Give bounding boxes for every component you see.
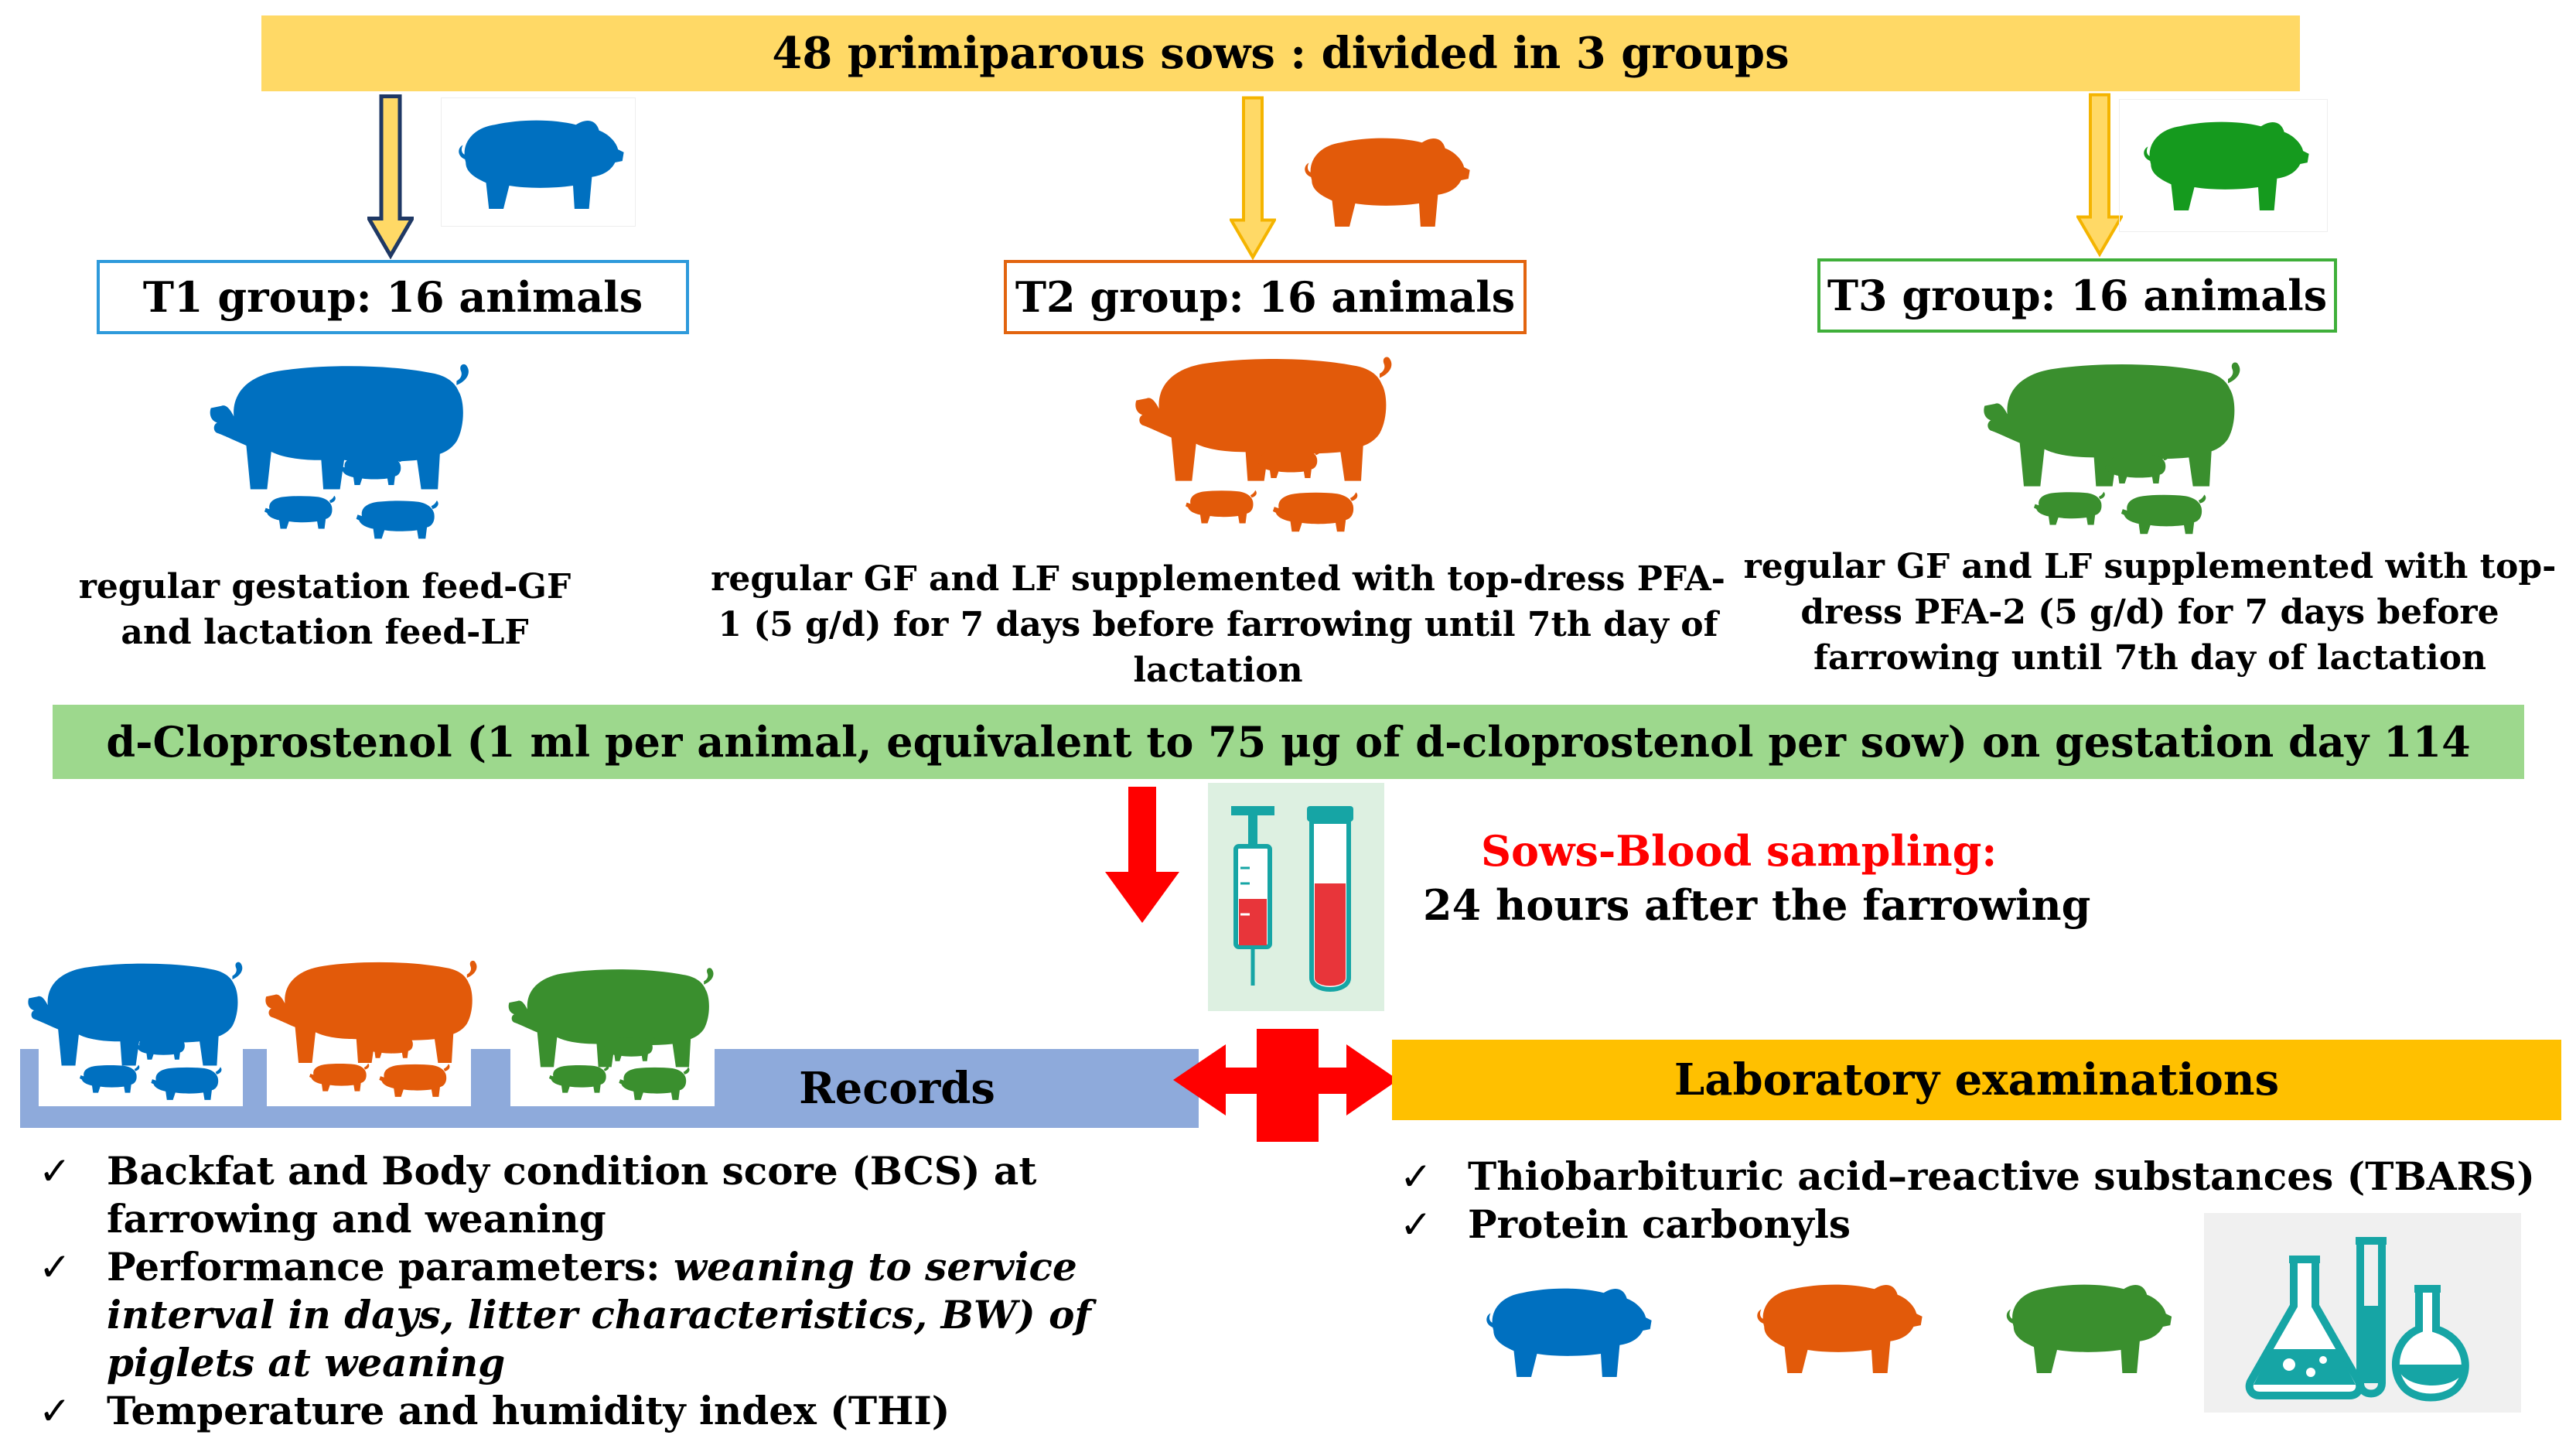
records-item: ✓ Backfat and Body condition score (BCS)… bbox=[39, 1148, 1037, 1242]
records-t1-sow-icon bbox=[27, 944, 259, 1110]
laboratory-item: ✓ Protein carbonyls bbox=[1400, 1201, 1851, 1247]
header-banner: 48 primiparous sows : divided in 3 group… bbox=[261, 15, 2300, 91]
check-icon: ✓ bbox=[1400, 1154, 1432, 1199]
lab-flasks-icon bbox=[2204, 1213, 2521, 1413]
t2-description: regular GF and LF supplemented with top-… bbox=[711, 559, 1725, 690]
red-arrow-down-icon bbox=[1105, 787, 1179, 923]
laboratory-item: ✓ Thiobarbituric acid–reactive substance… bbox=[1400, 1153, 2535, 1199]
t1-description: regular gestation feed-GF and lactation … bbox=[78, 567, 571, 652]
header-title: 48 primiparous sows : divided in 3 group… bbox=[772, 28, 1790, 79]
check-icon: ✓ bbox=[1400, 1202, 1432, 1247]
t1-arrow-down-icon bbox=[367, 93, 414, 259]
sampling-subtitle: 24 hours after the farrowing bbox=[1423, 880, 2091, 930]
treatment-banner: d-Cloprostenol (1 ml per animal, equival… bbox=[53, 705, 2524, 779]
laboratory-bar: Laboratory examinations bbox=[1392, 1040, 2561, 1120]
t3-pig-icon-frame bbox=[2119, 99, 2328, 232]
t2-pig-icon bbox=[1291, 122, 1477, 238]
double-arrow-icon bbox=[1173, 1029, 1398, 1142]
t2-sow-with-piglets-icon bbox=[1133, 337, 1411, 545]
laboratory-list: ✓ Thiobarbituric acid–reactive substance… bbox=[1400, 1153, 2560, 1249]
records-label: Records bbox=[799, 1063, 995, 1114]
t1-group-box: T1 group: 16 animals bbox=[97, 260, 689, 334]
check-icon: ✓ bbox=[39, 1149, 71, 1194]
t1-pig-icon bbox=[1473, 1273, 1659, 1389]
t3-pig-icon bbox=[1987, 1269, 2185, 1385]
t3-description: regular GF and LF supplemented with top-… bbox=[1743, 547, 2557, 678]
t1-pig-icon-frame bbox=[441, 97, 636, 227]
records-t3-sow-icon bbox=[507, 952, 739, 1110]
t2-pig-icon bbox=[1740, 1269, 1933, 1385]
t1-group-label: T1 group: 16 animals bbox=[142, 272, 643, 322]
records-item: ✓ Performance parameters: weaning to ser… bbox=[39, 1244, 1091, 1385]
t1-sow-with-piglets-icon bbox=[209, 340, 487, 549]
check-icon: ✓ bbox=[39, 1389, 71, 1433]
t3-group-box: T3 group: 16 animals bbox=[1817, 258, 2337, 333]
treatment-text: d-Cloprostenol (1 ml per animal, equival… bbox=[106, 717, 2471, 767]
records-item: ✓ Temperature and humidity index (THI) bbox=[39, 1388, 950, 1433]
t2-group-box: T2 group: 16 animals bbox=[1004, 260, 1527, 334]
t3-sow-with-piglets-icon bbox=[1981, 342, 2260, 551]
t2-group-label: T2 group: 16 animals bbox=[1015, 272, 1516, 322]
sampling-title: Sows-Blood sampling: bbox=[1481, 826, 1998, 876]
records-list: ✓ Backfat and Body condition score (BCS)… bbox=[39, 1147, 1245, 1435]
records-t2-sow-icon bbox=[263, 944, 495, 1110]
t3-pig-icon bbox=[2127, 106, 2320, 222]
check-icon: ✓ bbox=[39, 1245, 71, 1290]
laboratory-label: Laboratory examinations bbox=[1674, 1054, 2280, 1105]
t3-group-label: T3 group: 16 animals bbox=[1827, 271, 2328, 320]
syringe-and-blood-tube-icon bbox=[1208, 783, 1384, 1011]
t3-arrow-down-icon bbox=[2076, 91, 2123, 258]
t1-pig-icon bbox=[449, 104, 627, 220]
t2-arrow-down-icon bbox=[1230, 94, 1276, 261]
